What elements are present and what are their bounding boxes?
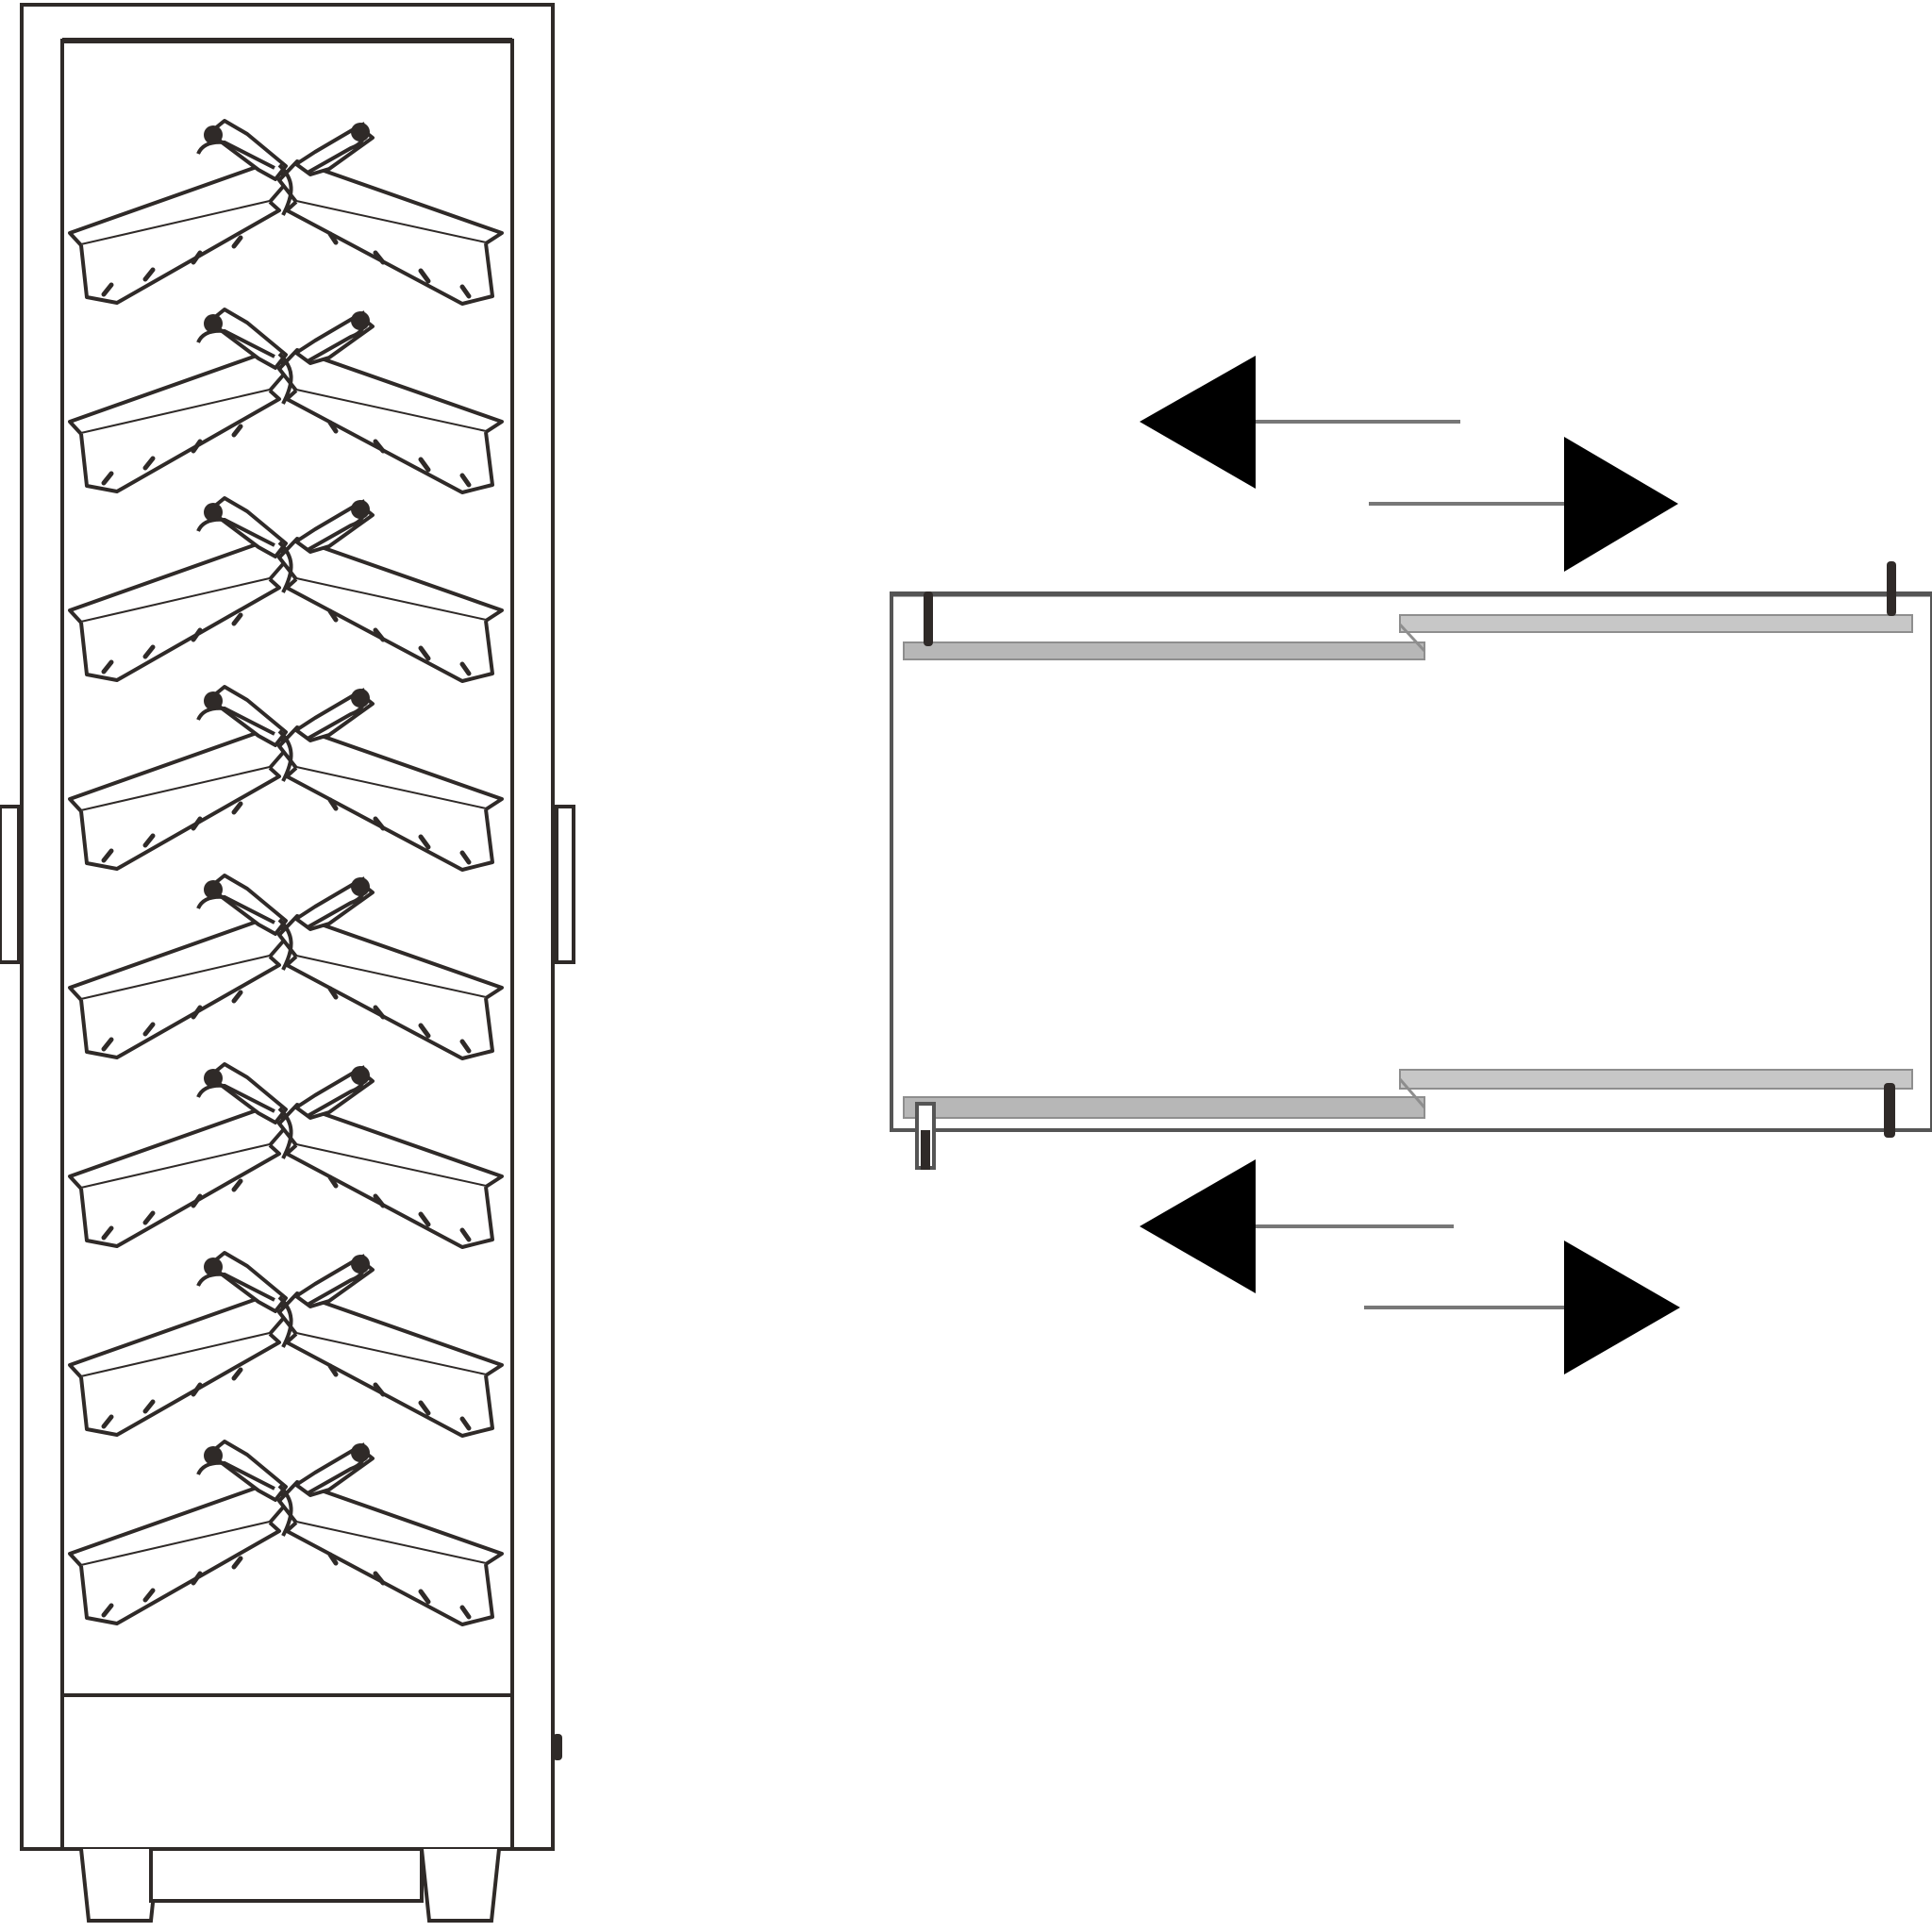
drawer-body (890, 591, 1932, 1132)
cabinet-base-panel (60, 1693, 514, 1851)
left-hinge (0, 805, 21, 964)
lower-slide-rail-left (903, 1096, 1425, 1119)
cabinet-feet-right (420, 1848, 501, 1923)
right-lock-icon (553, 1734, 562, 1760)
cabinet-front-view (0, 3, 575, 1923)
lower-right-bracket (1884, 1083, 1895, 1138)
upper-rail-step (1398, 623, 1426, 653)
cabinet-feet-left (79, 1848, 160, 1923)
drawer-top-view (890, 356, 1932, 1374)
upper-slide-rail-left (903, 641, 1425, 660)
top-left-arrow (1140, 356, 1256, 489)
lower-slide-rail-right (1399, 1069, 1913, 1090)
upper-left-bracket (924, 591, 933, 646)
upper-slide-rail-right (1399, 614, 1913, 633)
upper-right-bracket (1887, 561, 1896, 616)
bottom-right-arrow (1564, 1241, 1680, 1374)
top-right-arrow (1564, 437, 1678, 572)
lower-left-foot (921, 1130, 930, 1170)
right-handle (555, 805, 575, 964)
bottom-left-arrow (1140, 1159, 1256, 1293)
lower-rail-step (1398, 1078, 1426, 1108)
cabinet-plinth (149, 1847, 424, 1903)
